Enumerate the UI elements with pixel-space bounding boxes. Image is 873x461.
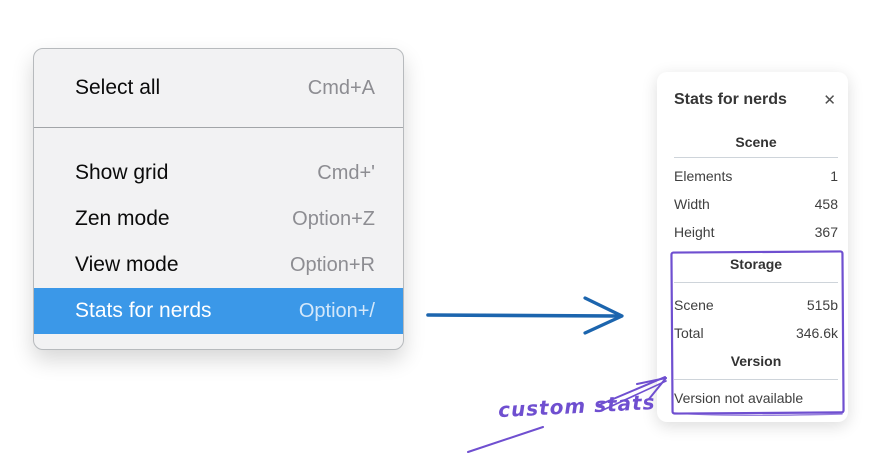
stat-label: Height <box>674 224 715 240</box>
stat-label: Scene <box>674 297 714 313</box>
section-divider <box>674 282 838 283</box>
menu-item-shortcut: Option+R <box>289 253 375 276</box>
stats-section-scene: Scene Elements 1 Width 458 Height 367 <box>674 132 838 246</box>
menu-item-zen-mode[interactable]: Zen mode Option+Z <box>34 196 403 242</box>
menu-separator <box>34 127 403 128</box>
stat-row: Width 458 <box>674 190 838 218</box>
stat-value: 1 <box>830 168 838 184</box>
menu-item-shortcut: Cmd+A <box>307 76 375 99</box>
stats-panel: Stats for nerds ✕ Scene Elements 1 Width… <box>657 72 848 422</box>
stats-section-storage: Storage Scene 515b Total 346.6k <box>674 254 838 347</box>
menu-item-view-mode[interactable]: View mode Option+R <box>34 242 403 288</box>
annotation-custom-stats-label: custom stats <box>497 389 657 423</box>
version-note: Version not available <box>674 390 804 406</box>
menu-item-label: Show grid <box>75 161 169 184</box>
stat-value: 367 <box>814 224 838 240</box>
stat-value: 515b <box>806 297 838 313</box>
section-header: Scene <box>735 134 777 150</box>
stats-section-version: Version Version not available <box>674 351 838 410</box>
stat-row: Height 367 <box>674 218 838 246</box>
menu-item-show-grid[interactable]: Show grid Cmd+' <box>34 150 403 196</box>
section-divider <box>674 379 838 380</box>
stat-label: Total <box>674 325 704 341</box>
menu-item-shortcut: Option+/ <box>298 299 375 322</box>
section-header: Version <box>730 353 782 369</box>
menu-item-select-all[interactable]: Select all Cmd+A <box>34 49 403 127</box>
stat-row: Total 346.6k <box>674 319 838 347</box>
section-header: Storage <box>729 256 783 272</box>
menu-item-label: Zen mode <box>75 207 170 230</box>
stats-panel-header: Stats for nerds ✕ <box>674 88 838 112</box>
menu-item-shortcut: Cmd+' <box>317 161 375 184</box>
stat-label: Elements <box>674 168 733 184</box>
stat-row: Elements 1 <box>674 162 838 190</box>
context-menu: Select all Cmd+A Show grid Cmd+' Zen mod… <box>33 48 404 350</box>
close-icon[interactable]: ✕ <box>823 91 836 109</box>
stat-value: 458 <box>814 196 838 212</box>
menu-item-shortcut: Option+Z <box>292 207 375 230</box>
blue-arrow <box>426 296 624 335</box>
menu-item-stats-for-nerds[interactable]: Stats for nerds Option+/ <box>34 288 403 334</box>
menu-item-label: Select all <box>75 76 161 99</box>
stat-value: 346.6k <box>795 325 838 341</box>
stat-label: Width <box>674 196 710 212</box>
stats-panel-title: Stats for nerds <box>674 91 787 108</box>
menu-item-label: View mode <box>75 253 179 276</box>
section-divider <box>674 157 838 158</box>
menu-group: Show grid Cmd+' Zen mode Option+Z View m… <box>34 128 403 334</box>
menu-item-label: Stats for nerds <box>75 299 212 322</box>
stat-row: Scene 515b <box>674 291 838 319</box>
